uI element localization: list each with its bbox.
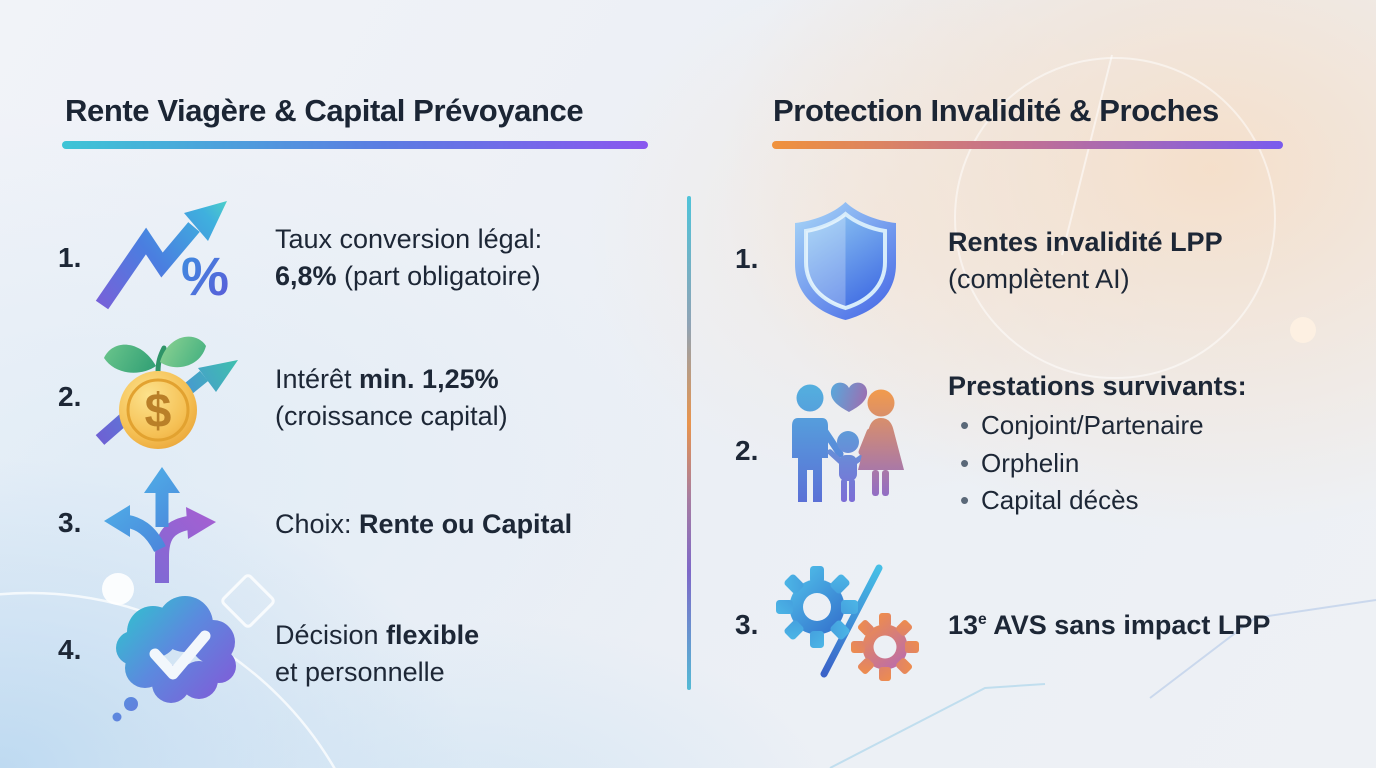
list-item: Conjoint/Partenaire xyxy=(948,407,1247,445)
right-item-2-number: 2. xyxy=(735,435,759,466)
left-item-1-number: 1. xyxy=(58,242,82,273)
list-item: Capital décès xyxy=(948,482,1247,520)
left-item-3-text: Choix: Rente ou Capital xyxy=(275,506,572,543)
list-item: Orphelin xyxy=(948,445,1247,483)
thought-bubble-check-icon xyxy=(112,596,236,722)
left-item-1-text: Taux conversion légal: 6,8% (part obliga… xyxy=(275,221,542,295)
right-item-1-number: 1. xyxy=(735,243,759,274)
dot-decoration-right xyxy=(1290,317,1316,343)
text-line: et personnelle xyxy=(275,657,445,687)
left-item-2-text: Intérêt min. 1,25% (croissance capital) xyxy=(275,361,508,435)
right-item-3-number: 3. xyxy=(735,609,759,640)
left-item-3-number: 3. xyxy=(58,507,82,538)
right-item-2-text: Prestations survivants: Conjoint/Partena… xyxy=(948,368,1247,520)
text-line: Choix: xyxy=(275,509,360,539)
text-bold: Prestations survivants: xyxy=(948,371,1247,401)
text-number: 13 xyxy=(948,610,979,640)
dollar-glyph: $ xyxy=(145,385,172,438)
trend-arrow-percent-icon: % xyxy=(95,201,229,310)
right-title-underline xyxy=(772,141,1283,149)
right-column-title: Protection Invalidité & Proches xyxy=(773,93,1219,128)
text-line: Décision xyxy=(275,620,387,650)
left-column-title: Rente Viagère & Capital Prévoyance xyxy=(65,93,584,128)
branching-arrows-icon xyxy=(104,467,216,583)
vertical-divider xyxy=(687,196,691,690)
text-superscript: e xyxy=(978,611,987,628)
left-title-underline xyxy=(62,141,648,149)
left-item-2-number: 2. xyxy=(58,381,82,412)
left-item-4-text: Décision flexible et personnelle xyxy=(275,617,479,691)
right-item-1-text: Rentes invalidité LPP (complètent AI) xyxy=(948,224,1223,298)
text-line: Taux conversion légal: xyxy=(275,224,543,254)
text-bold: 6,8% xyxy=(275,261,337,291)
text-bold: flexible xyxy=(386,620,480,650)
shield-icon xyxy=(795,202,896,320)
text-bold: min. 1,25% xyxy=(359,364,499,394)
text-line: (croissance capital) xyxy=(275,401,508,431)
text-bold: Rentes invalidité LPP xyxy=(948,227,1223,257)
text-bold: Rente ou Capital xyxy=(359,509,573,539)
text-line: (part obligatoire) xyxy=(336,261,541,291)
text-rest: AVS sans impact LPP xyxy=(986,610,1271,640)
survivor-benefits-list: Conjoint/Partenaire Orphelin Capital déc… xyxy=(948,407,1247,520)
family-heart-icon xyxy=(792,382,904,502)
text-line: Intérêt xyxy=(275,364,360,394)
gears-percent-icon xyxy=(776,564,919,681)
coin-sprout-growth-icon: $ xyxy=(95,336,238,449)
text-bold: 13e AVS sans impact LPP xyxy=(948,610,1270,640)
percent-glyph: % xyxy=(181,247,229,307)
text-line: (complètent AI) xyxy=(948,264,1130,294)
left-item-4-number: 4. xyxy=(58,634,82,665)
right-item-3-text: 13e AVS sans impact LPP xyxy=(948,607,1270,644)
